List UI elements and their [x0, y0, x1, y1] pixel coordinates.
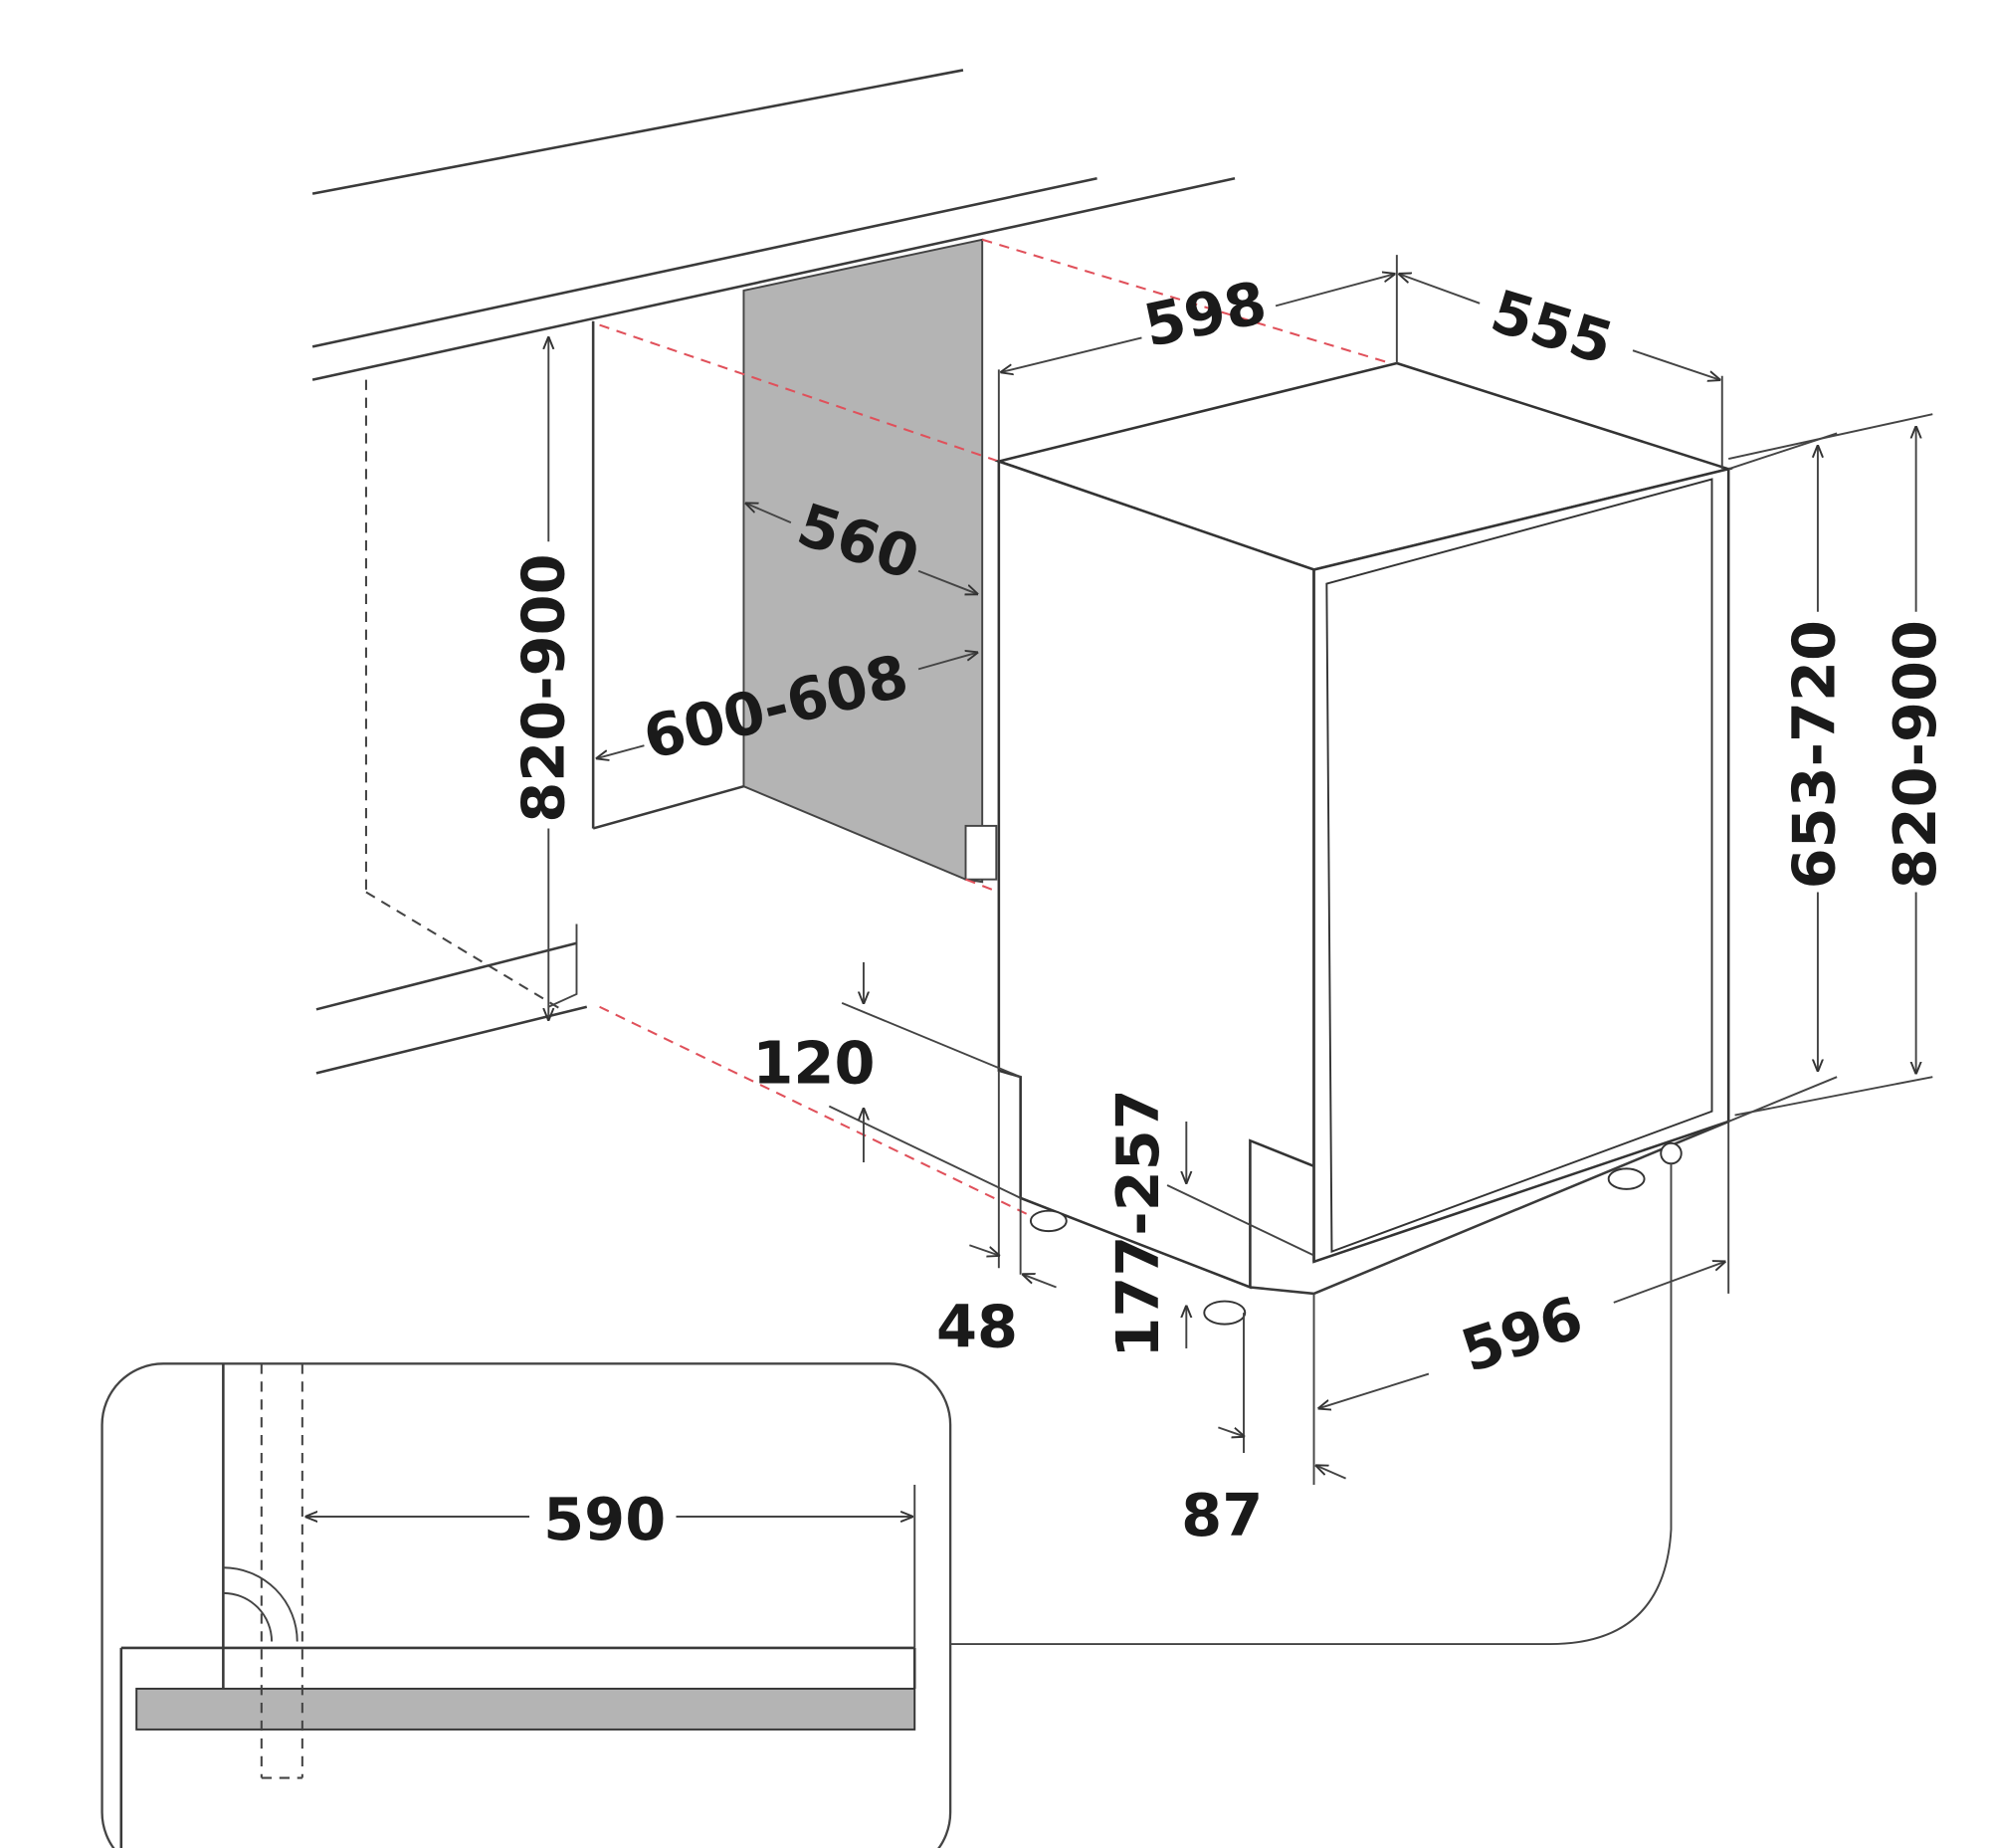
foot-icon [1203, 1300, 1247, 1326]
dishwasher-door [1325, 478, 1713, 1254]
label-plinth-offset: 48 [936, 1293, 1018, 1361]
dishwasher [994, 361, 1733, 1326]
dishwasher-front [1312, 467, 1730, 1264]
label-niche-height: 820-900 [509, 553, 578, 822]
label-plinth-height: 120 [752, 1029, 875, 1098]
label-leg-height: 177-257 [1103, 1089, 1172, 1357]
countertop [311, 69, 1236, 381]
back-wall-panel [742, 238, 984, 884]
label-front-width: 596 [1453, 1283, 1590, 1386]
label-width-top: 598 [1138, 268, 1273, 360]
foot-icon [1607, 1167, 1646, 1190]
label-total-height: 820-900 [1881, 620, 1949, 889]
detail-inset: 590 [100, 1362, 952, 1848]
detail-connector [950, 1163, 1673, 1646]
label-depth-top: 555 [1484, 277, 1621, 378]
plinth-bar [135, 1687, 916, 1731]
dimension-lines [548, 255, 1933, 1486]
label-door-offset: 87 [1181, 1481, 1263, 1549]
label-inset-width: 590 [543, 1485, 666, 1553]
label-door-height: 653-720 [1780, 620, 1849, 889]
foot-icon [1029, 1209, 1068, 1233]
guide-lines [599, 238, 1391, 1218]
cabinet-niche [315, 238, 998, 1075]
detail-marker-icon [1660, 1141, 1683, 1165]
